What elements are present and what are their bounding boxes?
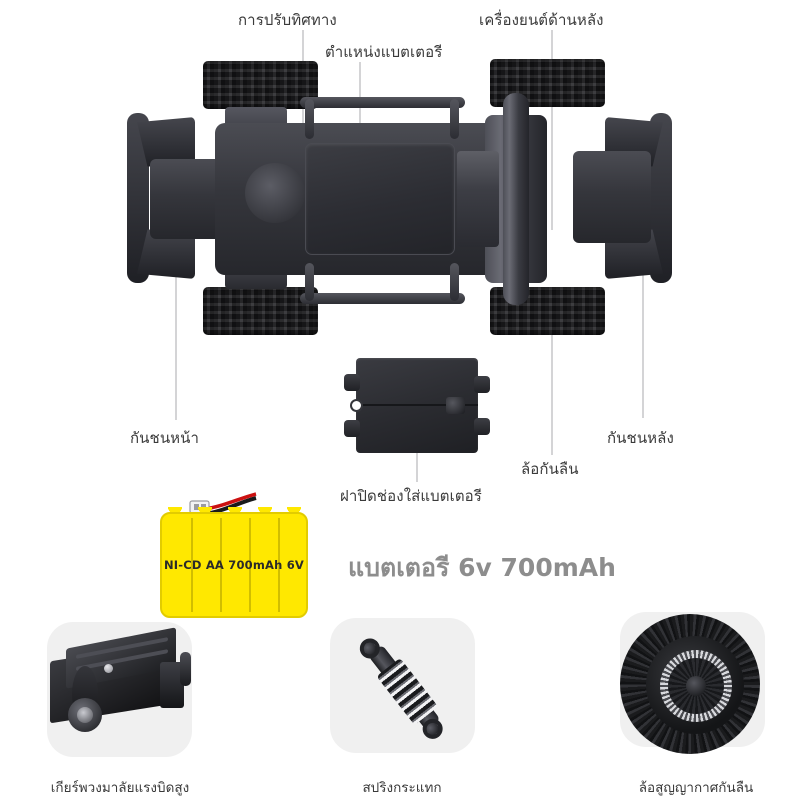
roll-cage-bar-bottom <box>300 293 465 304</box>
cover-tab-top-right <box>474 376 490 393</box>
battery-cover-part <box>342 358 492 453</box>
cover-tab-bottom-right <box>474 418 490 435</box>
wheel-hub <box>686 676 706 696</box>
battery-pack: NI-CD AA 700mAh 6V <box>152 492 317 622</box>
part-art-wheel <box>612 606 772 756</box>
cover-pivot-eyelet <box>350 399 363 412</box>
part-caption-wheel: ล้อสูญญากาศกันลืน <box>638 780 754 796</box>
battery-heading: แบตเตอรี 6v 700mAh <box>348 553 616 582</box>
rear-bumper-assembly <box>650 113 672 283</box>
part-art-shock <box>330 618 475 753</box>
battery-tray <box>305 143 455 255</box>
cover-latch-rod <box>358 404 478 406</box>
rear-gearbox-housing <box>457 151 499 247</box>
cover-thumbscrew <box>446 397 465 414</box>
cover-tab-bottom-left <box>344 420 360 437</box>
callout-label-front-bumper: กันชนหน้า <box>130 429 200 447</box>
cover-tab-top-left <box>344 374 360 391</box>
roll-cage-bar-top <box>300 97 465 108</box>
steering-assembly <box>245 163 305 223</box>
battery-cell-divider <box>249 518 251 612</box>
callout-label-battery-cover: ฝาปิดช่องใส่แบตเตอรี <box>340 487 482 505</box>
battery-cell-divider <box>278 518 280 612</box>
roll-cage-strut-right <box>450 99 459 139</box>
shock-absorber <box>337 619 469 753</box>
callout-label-anti-slip-wheel: ล้อกันลืน <box>521 460 579 478</box>
roll-cage-strut-left-rear <box>305 263 314 301</box>
callout-label-steering: การปรับทิศทาง <box>238 11 337 29</box>
battery-cell-divider <box>220 518 222 612</box>
part-caption-gearbox: เกียร์พวงมาลัยแรงบิดสูง <box>50 780 190 796</box>
tire-front-right <box>203 287 318 335</box>
gearbox-output-wheel-inner <box>77 707 93 723</box>
chassis-top-view <box>105 55 695 355</box>
battery-pack-label: NI-CD AA 700mAh 6V <box>163 558 305 572</box>
roll-cage-strut-right-rear <box>450 263 459 301</box>
battery-cell-divider <box>191 518 193 612</box>
gearbox-post <box>180 652 191 686</box>
callout-label-rear-motor: เครื่องยนต์ด้านหลัง <box>479 11 604 29</box>
callout-label-battery-position: ตำแหน่งแบตเตอรี <box>325 43 443 61</box>
roll-cage-strut-left <box>305 99 314 139</box>
part-caption-shock: สปริงกระแทก <box>362 780 442 796</box>
tire-front-left <box>203 61 318 109</box>
rear-skid-plate <box>573 151 651 243</box>
battery-cell-tops <box>160 507 308 516</box>
front-skid-plate <box>150 159 222 239</box>
front-bumper-assembly <box>127 113 149 283</box>
rear-driveshaft <box>503 93 529 305</box>
part-art-gearbox <box>32 627 207 743</box>
gearbox-screw-top <box>104 664 113 673</box>
battery-pack-body: NI-CD AA 700mAh 6V <box>160 512 308 618</box>
callout-label-rear-bumper: กันชนหลัง <box>607 429 674 447</box>
